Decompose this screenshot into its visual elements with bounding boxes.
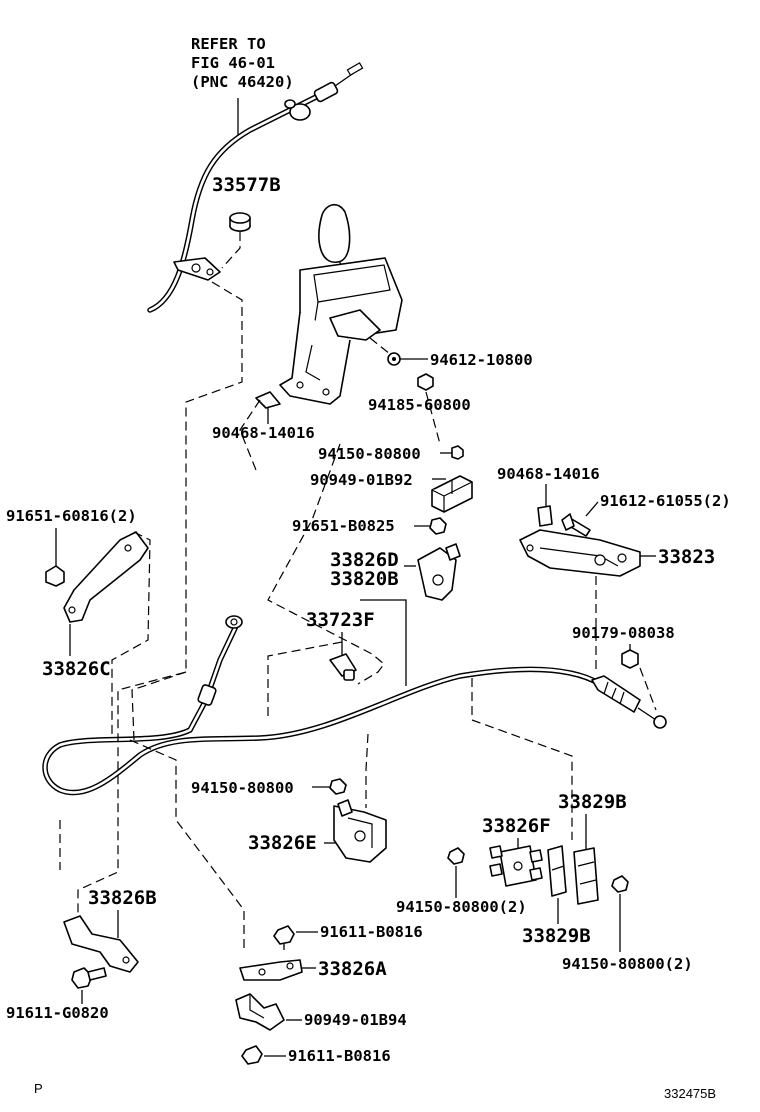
grommet-33577b (229, 212, 251, 232)
bracket-33826c (63, 531, 149, 623)
part-label-90949-01b94: 90949-01B94 (304, 1011, 407, 1029)
footer-left-mark: P (34, 1081, 43, 1096)
sensor-33723f (329, 653, 357, 681)
clip-33829b-bottom (547, 845, 567, 897)
bracket-33823 (519, 529, 641, 577)
bolt-91611-g0820 (71, 967, 107, 989)
reference-note-line2: FIG 46-01 (191, 54, 275, 72)
retainer-90949-01b94 (235, 993, 285, 1031)
nut-94150-80800-b (329, 778, 347, 795)
part-label-91611-b0816-b: 91611-B0816 (288, 1047, 391, 1065)
clip-90468-14016-a (255, 391, 281, 409)
reference-note-line3: (PNC 46420) (191, 73, 294, 91)
lower-shift-cable (42, 615, 667, 796)
part-label-33826c: 33826C (42, 658, 111, 680)
part-label-33577b: 33577B (212, 174, 281, 196)
part-label-91611-b0816-a: 91611-B0816 (320, 923, 423, 941)
part-label-90468-14016-b: 90468-14016 (497, 465, 600, 483)
part-label-94150-80800-d: 94150-80800(2) (562, 955, 693, 973)
part-label-33826f: 33826F (482, 815, 551, 837)
figure-code: 332475B (664, 1086, 716, 1101)
upper-select-cable (147, 62, 364, 313)
nut-94150-80800-a (451, 445, 464, 460)
reference-note-line1: REFER TO (191, 35, 266, 53)
part-label-90179-08038: 90179-08038 (572, 624, 675, 642)
part-label-33826e: 33826E (248, 832, 317, 854)
part-label-33829b-a: 33829B (558, 791, 627, 813)
part-label-90949-01b92: 90949-01B92 (310, 471, 413, 489)
bolt-91612-61055 (561, 513, 591, 537)
nut-94150-80800-d (611, 875, 629, 893)
nut-94185-60800 (417, 373, 434, 391)
part-label-33723f: 33723F (306, 609, 375, 631)
bolt-91611-b0816-b (241, 1045, 263, 1065)
bracket-33826a (239, 959, 303, 981)
part-label-33829b-b: 33829B (522, 925, 591, 947)
shift-lever-assembly (279, 203, 403, 405)
nut-94150-80800-c (447, 847, 465, 865)
retainer-90949-01b92 (431, 475, 473, 513)
bracket-33826d (417, 543, 461, 601)
part-label-33826a: 33826A (318, 958, 387, 980)
bracket-33826b (63, 915, 139, 973)
bracket-33826e (333, 799, 387, 863)
part-label-33826d: 33826D (330, 549, 399, 571)
part-label-91651-60816: 91651-60816(2) (6, 507, 137, 525)
bolt-91611-b0816-a (273, 925, 295, 945)
part-label-91612-61055: 91612-61055(2) (600, 492, 731, 510)
dashed-guide-lines (59, 281, 657, 950)
clip-90468-14016-b (537, 505, 553, 527)
part-label-94185-60800: 94185-60800 (368, 396, 471, 414)
bracket-33826f (489, 845, 543, 887)
part-label-91651-b0825: 91651-B0825 (292, 517, 395, 535)
part-label-94150-80800-b: 94150-80800 (191, 779, 294, 797)
clip-33829b-top (573, 847, 599, 905)
part-label-33823: 33823 (658, 546, 715, 568)
part-label-90468-14016-a: 90468-14016 (212, 424, 315, 442)
part-label-33826b: 33826B (88, 887, 157, 909)
part-label-33820b: 33820B (330, 568, 399, 590)
part-label-91611-g0820: 91611-G0820 (6, 1004, 109, 1022)
part-label-94150-80800-c: 94150-80800(2) (396, 898, 527, 916)
bolt-91651-b0825 (429, 517, 447, 535)
part-label-94612-10800: 94612-10800 (430, 351, 533, 369)
part-label-94150-80800-a: 94150-80800 (318, 445, 421, 463)
bolt-91651-60816 (45, 565, 65, 587)
nut-90179-08038 (621, 649, 639, 669)
